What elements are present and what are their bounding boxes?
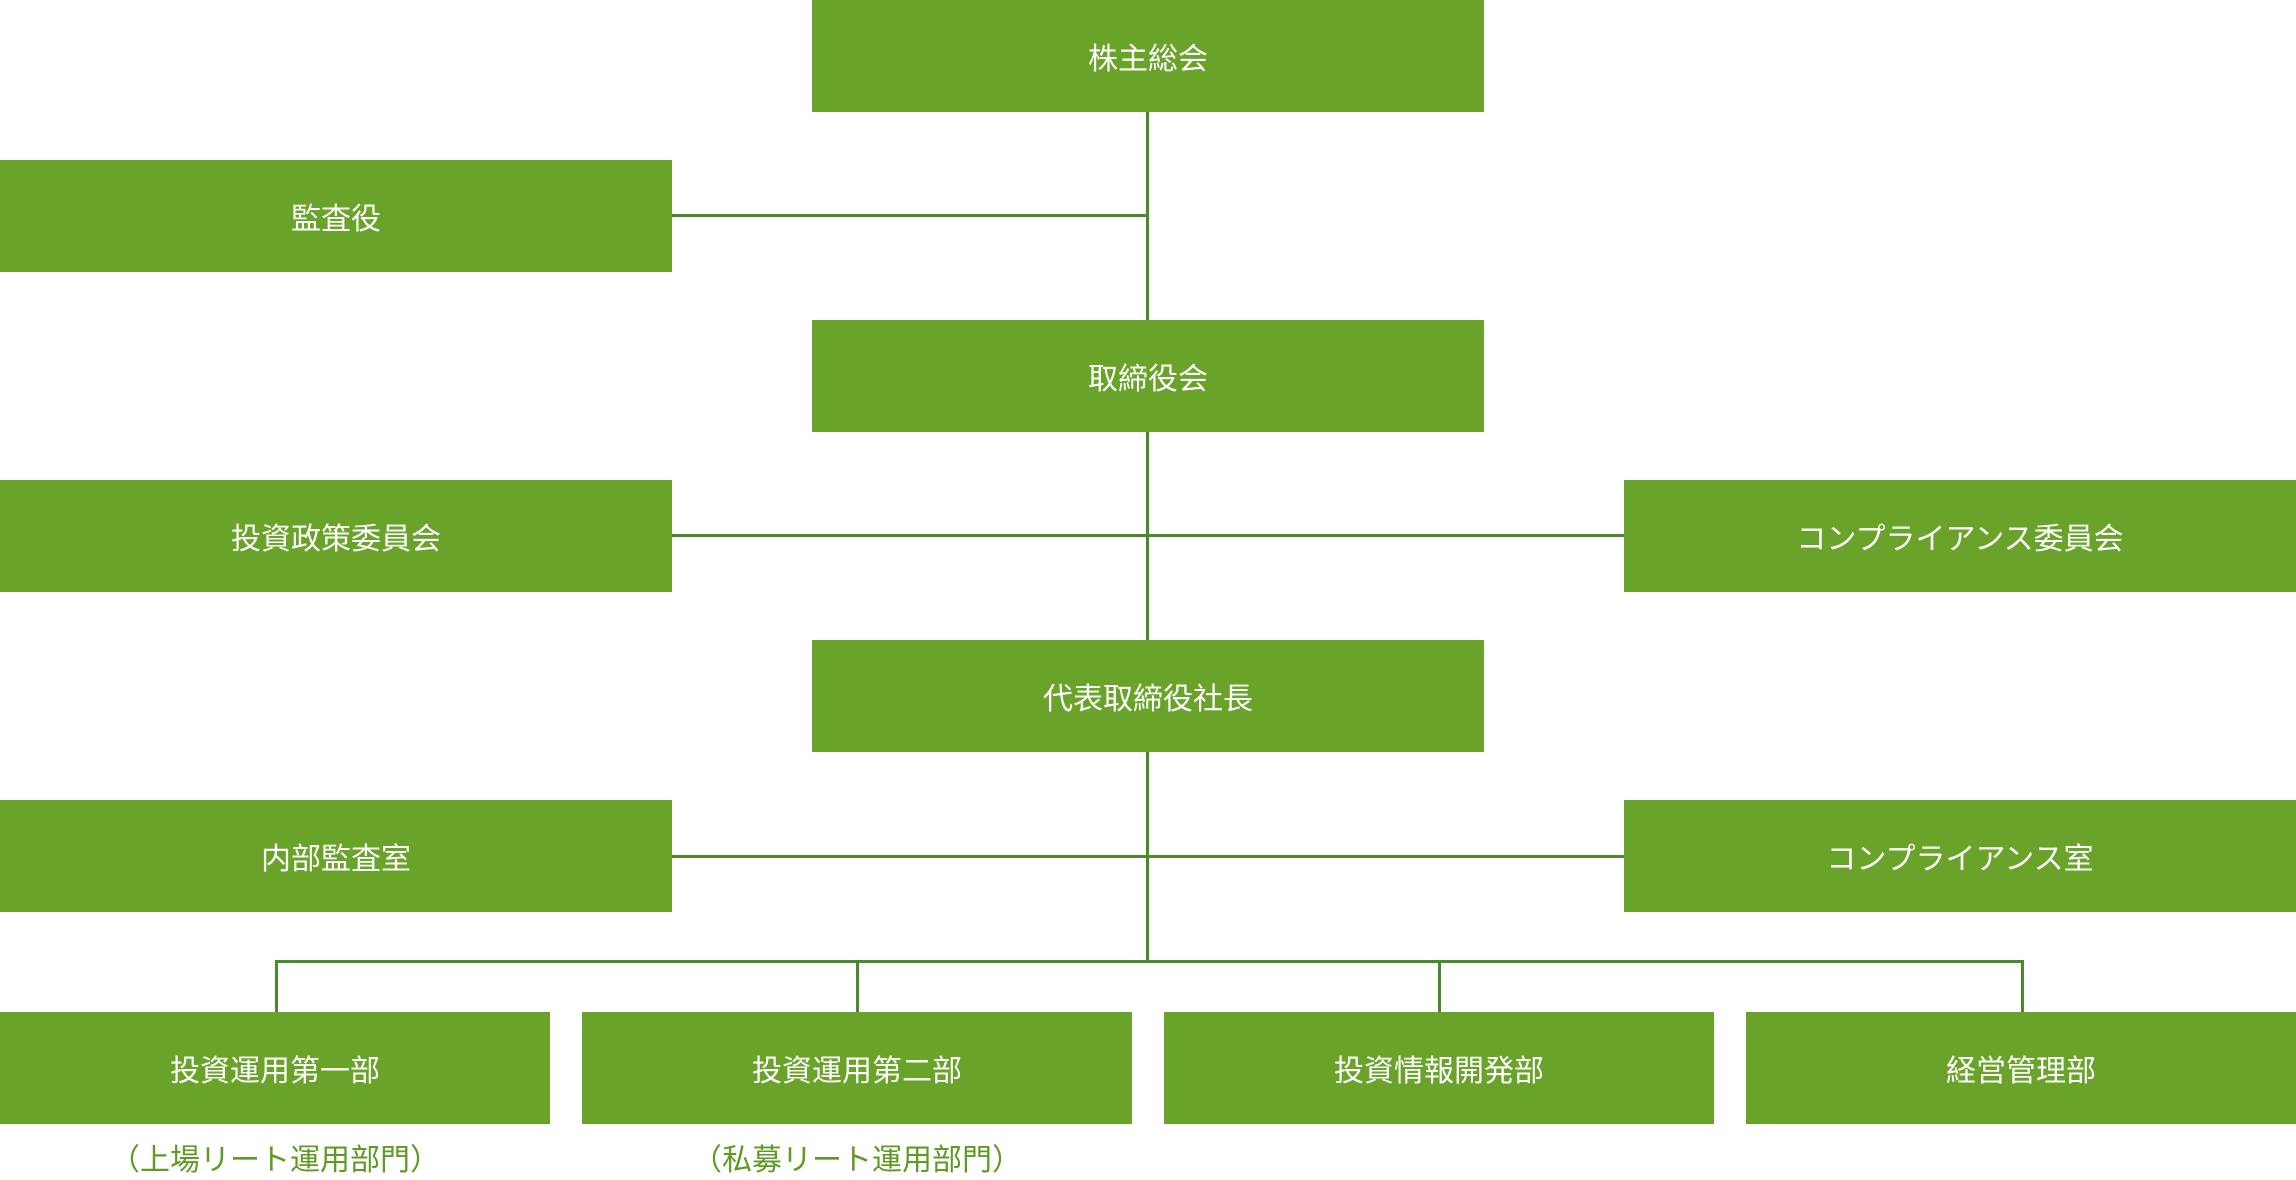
connector-dept-2	[856, 960, 859, 1012]
connector-auditor	[672, 214, 1148, 217]
node-label: 経営管理部	[1946, 1054, 2096, 1089]
connector-committees	[672, 534, 1624, 537]
node-board-of-directors: 取締役会	[812, 320, 1484, 432]
connector-dept-3	[1438, 960, 1441, 1012]
connector-offices	[672, 855, 1624, 858]
note-private-reit-division: （私募リート運用部門）	[692, 1143, 1022, 1178]
node-auditor: 監査役	[0, 160, 672, 272]
node-investment-info-dev-dept: 投資情報開発部	[1164, 1012, 1714, 1124]
connector-departments	[275, 960, 2024, 963]
node-president: 代表取締役社長	[812, 640, 1484, 752]
node-label: 投資運用第二部	[752, 1054, 962, 1089]
node-investment-dept-1: 投資運用第一部	[0, 1012, 550, 1124]
node-label: 投資情報開発部	[1334, 1054, 1544, 1089]
connector-dept-1	[275, 960, 278, 1012]
node-label: 投資運用第一部	[170, 1054, 380, 1089]
node-business-management-dept: 経営管理部	[1746, 1012, 2296, 1124]
node-label: 取締役会	[1088, 362, 1208, 397]
note-listed-reit-division: （上場リート運用部門）	[110, 1143, 440, 1178]
node-label: コンプライアンス委員会	[1796, 522, 2124, 557]
node-compliance-office: コンプライアンス室	[1624, 800, 2296, 912]
node-label: コンプライアンス室	[1826, 842, 2094, 877]
connector-dept-4	[2021, 960, 2024, 1012]
node-compliance-committee: コンプライアンス委員会	[1624, 480, 2296, 592]
node-investment-policy-committee: 投資政策委員会	[0, 480, 672, 592]
node-label: 投資政策委員会	[231, 522, 441, 557]
node-internal-audit-office: 内部監査室	[0, 800, 672, 912]
node-investment-dept-2: 投資運用第二部	[582, 1012, 1132, 1124]
node-label: 内部監査室	[261, 842, 411, 877]
node-label: 株主総会	[1088, 42, 1208, 77]
node-shareholders-meeting: 株主総会	[812, 0, 1484, 112]
node-label: 代表取締役社長	[1043, 682, 1253, 717]
node-label: 監査役	[291, 202, 381, 237]
